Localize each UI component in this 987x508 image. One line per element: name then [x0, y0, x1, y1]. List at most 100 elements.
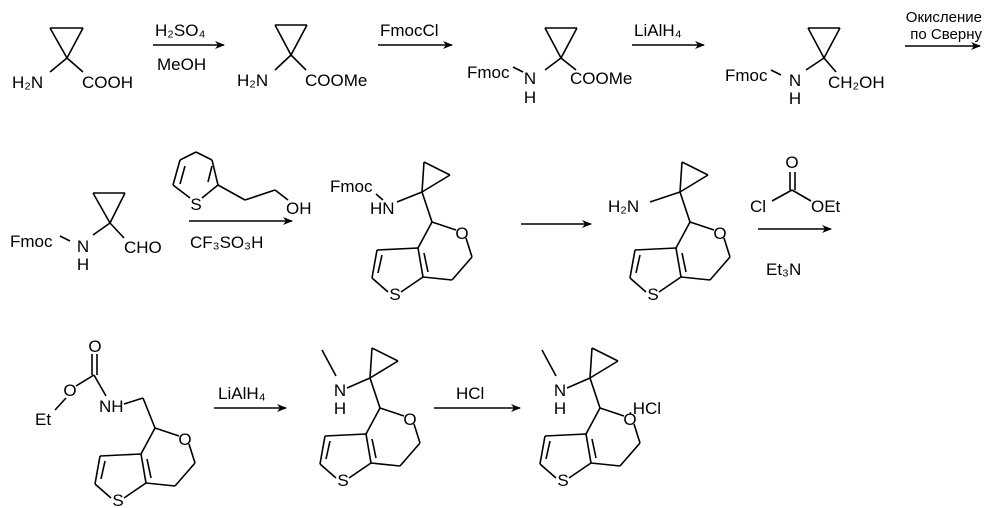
bond — [681, 252, 687, 273]
bond — [319, 463, 337, 479]
h-label: H — [77, 255, 89, 274]
thienopyran-ring: SO — [539, 347, 641, 490]
molecule-amine-thienopyran: SO H₂N — [608, 161, 731, 304]
base-label: Et₃N — [766, 260, 801, 279]
bond — [370, 462, 401, 467]
h-label: H — [789, 89, 801, 108]
bond — [629, 277, 647, 293]
bond — [585, 433, 592, 464]
n-label: N — [789, 71, 801, 90]
bond — [591, 347, 619, 362]
reaction-arrow-3: LiAlH₄ — [632, 21, 705, 49]
bond — [140, 453, 147, 484]
n-label: N — [524, 69, 536, 88]
reaction-arrow-4: Окисление по Сверну — [905, 9, 982, 50]
bond — [633, 423, 641, 444]
bond — [369, 347, 373, 379]
hydroxyl-label: OH — [286, 199, 312, 218]
bond — [319, 435, 326, 465]
bond — [154, 427, 180, 437]
bond — [365, 407, 381, 435]
bond — [658, 276, 682, 293]
amine-label: H₂N — [608, 197, 639, 216]
oxygen-label: O — [455, 224, 468, 243]
bond — [413, 423, 421, 444]
bond — [544, 433, 587, 437]
reagent-label: LiAlH₄ — [634, 21, 682, 40]
bond — [123, 482, 147, 499]
bond — [348, 462, 372, 479]
fmoc-label: Fmoc — [467, 63, 510, 82]
ester-o-label: O — [63, 381, 76, 400]
carbonyl-o-label: O — [88, 337, 101, 356]
bond — [417, 247, 424, 278]
ethoxy-label: OEt — [811, 197, 841, 216]
condition-label-1: Окисление — [906, 9, 982, 26]
bond — [590, 462, 621, 467]
bond — [451, 256, 473, 281]
hn-label: HN — [370, 199, 395, 218]
reaction-arrow-5: S OH CF₃SO₃H — [172, 151, 312, 252]
oxygen-label: O — [403, 410, 416, 429]
bond — [423, 161, 451, 176]
ethyl-label: Et — [35, 410, 51, 429]
molecule-fmoc-ester: Fmoc N H COOMe — [467, 27, 632, 107]
bond — [634, 247, 677, 251]
bond — [465, 237, 473, 258]
h-label: H — [334, 399, 346, 418]
bond — [723, 237, 731, 258]
n-label: N — [334, 381, 346, 400]
reaction-arrow-2: FmocCl — [378, 21, 453, 49]
bond — [324, 433, 367, 437]
molecule-aminocyclopropanecarboxylic-acid: H₂N COOH — [12, 27, 133, 92]
amine-label: H₂N — [12, 73, 43, 92]
bond — [140, 427, 156, 455]
bond — [675, 247, 682, 278]
bond — [369, 377, 381, 409]
nh-label: NH — [99, 397, 124, 416]
reaction-arrow-1: H₂SO₄ MeOH — [153, 21, 225, 74]
fmoc-label: Fmoc — [330, 177, 373, 196]
bond — [589, 360, 619, 379]
thienopyran-ring: SO — [371, 161, 473, 304]
ester-label: COOMe — [305, 71, 367, 90]
bond — [377, 254, 383, 274]
sulfur-label: S — [190, 195, 201, 214]
bond — [371, 438, 377, 459]
bond — [568, 462, 592, 479]
h-label: H — [554, 399, 566, 418]
bond — [589, 347, 593, 379]
amine-label: H₂N — [237, 71, 268, 90]
bond — [421, 174, 451, 193]
sulfur-label: S — [557, 471, 568, 490]
bond — [94, 455, 101, 485]
bond — [379, 407, 405, 417]
solvent-label: MeOH — [157, 55, 206, 74]
bond — [325, 440, 331, 460]
bond — [431, 221, 457, 231]
condition-label-2: по Сверну — [910, 26, 982, 43]
bond — [99, 453, 142, 457]
bond — [422, 276, 453, 281]
bond — [539, 435, 546, 465]
bond — [585, 407, 601, 435]
alcohol-label: CH₂OH — [828, 73, 885, 92]
bond — [589, 377, 601, 409]
reagent-label: FmocCl — [380, 21, 439, 40]
bond — [421, 161, 425, 193]
bond — [591, 438, 597, 459]
reagent-label: H₂SO₄ — [155, 21, 205, 40]
bond — [371, 249, 378, 279]
bond — [629, 249, 636, 279]
acid-catalyst-label: CF₃SO₃H — [190, 233, 263, 252]
bond — [188, 443, 196, 464]
bond — [421, 191, 433, 223]
ethyl-chloroformate-reagent: O Cl OEt — [750, 153, 841, 216]
bond — [423, 252, 429, 273]
acid-label: COOH — [82, 73, 133, 92]
bond — [599, 407, 625, 417]
reaction-arrow-7: O Cl OEt Et₃N — [750, 153, 841, 279]
reaction-arrow-8: LiAlH₄ — [214, 384, 287, 412]
bond — [679, 191, 691, 223]
